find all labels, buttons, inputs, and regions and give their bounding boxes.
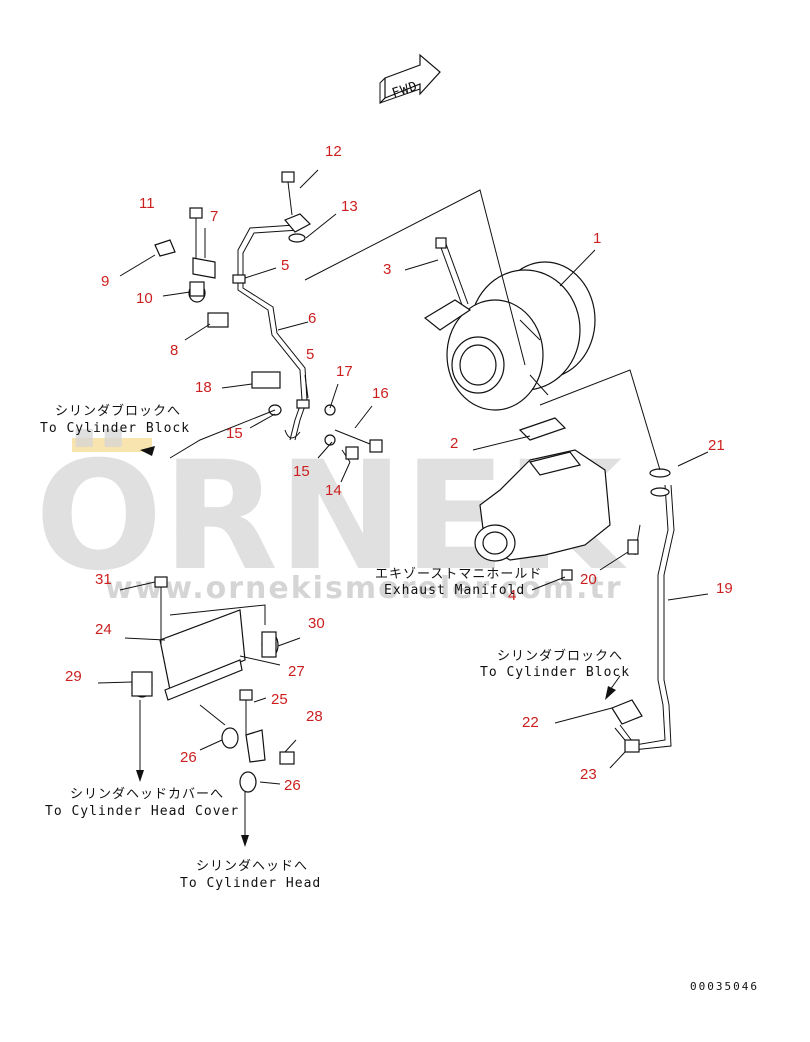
callout-17: 17 — [336, 363, 353, 380]
bolt-3 — [435, 237, 469, 306]
label-head-en: To Cylinder Head — [180, 876, 321, 891]
label-head-jp: シリンダヘッドへ — [196, 859, 308, 874]
callout-8: 8 — [170, 342, 178, 359]
turbocharger — [423, 261, 596, 411]
callout-1: 1 — [593, 230, 601, 247]
watermark-accent-right — [112, 438, 152, 452]
callout-6: 6 — [308, 310, 316, 327]
label-exhaust-en: Exhaust Manifold — [384, 583, 525, 598]
callout-19: 19 — [716, 580, 733, 597]
callout-2: 2 — [450, 435, 458, 452]
callout-15b: 15 — [293, 463, 310, 480]
callout-28: 28 — [306, 708, 323, 725]
callouts: 1 2 3 4 5 5 6 7 8 9 10 11 12 13 14 15 15… — [65, 143, 733, 794]
label-cyl-block-2-en: To Cylinder Block — [480, 665, 630, 680]
callout-31: 31 — [95, 571, 112, 588]
small-parts-left — [154, 171, 383, 463]
callout-14: 14 — [325, 482, 342, 499]
callout-29: 29 — [65, 668, 82, 685]
fwd-arrow: FWD — [379, 53, 441, 105]
watermark-accent-left — [72, 438, 112, 452]
label-cyl-block-1-jp: シリンダブロックへ — [55, 403, 181, 419]
label-head-cover-jp: シリンダヘッドカバーへ — [70, 787, 224, 802]
bracket-assembly — [131, 576, 295, 847]
label-head-cover-en: To Cylinder Head Cover — [45, 804, 239, 819]
callout-26a: 26 — [180, 749, 197, 766]
callout-18: 18 — [195, 379, 212, 396]
callout-25: 25 — [271, 691, 288, 708]
callout-26b: 26 — [284, 777, 301, 794]
oil-feed-pipe — [232, 213, 311, 441]
callout-5b: 5 — [306, 346, 314, 363]
callout-30: 30 — [308, 615, 325, 632]
callout-24: 24 — [95, 621, 112, 638]
callout-7: 7 — [210, 208, 218, 225]
callout-5a: 5 — [281, 257, 289, 274]
drain-pipe — [611, 468, 675, 753]
callout-10: 10 — [136, 290, 153, 307]
label-cyl-block-1-en: To Cylinder Block — [40, 421, 190, 436]
label-exhaust-jp: エキゾーストマニホールド — [375, 567, 542, 582]
callout-16: 16 — [372, 385, 389, 402]
callout-9: 9 — [101, 273, 109, 290]
callout-15a: 15 — [226, 425, 243, 442]
exhaust-manifold — [474, 449, 611, 581]
callout-12: 12 — [325, 143, 342, 160]
drawing-code: 00035046 — [690, 980, 759, 993]
callout-20: 20 — [580, 571, 597, 588]
callout-4: 4 — [508, 587, 516, 604]
callout-3: 3 — [383, 261, 391, 278]
callout-22: 22 — [522, 714, 539, 731]
callout-11: 11 — [139, 195, 155, 212]
callout-27: 27 — [288, 663, 305, 680]
watermark-url: www.ornekismoreler.com.tr — [105, 571, 623, 606]
text-labels: シリンダブロックへ To Cylinder Block エキゾーストマニホールド… — [40, 403, 759, 993]
callout-21: 21 — [708, 437, 725, 454]
label-cyl-block-2-jp: シリンダブロックへ — [497, 648, 623, 664]
callout-23: 23 — [580, 766, 597, 783]
callout-13: 13 — [341, 198, 358, 215]
leader-lines — [97, 169, 709, 785]
